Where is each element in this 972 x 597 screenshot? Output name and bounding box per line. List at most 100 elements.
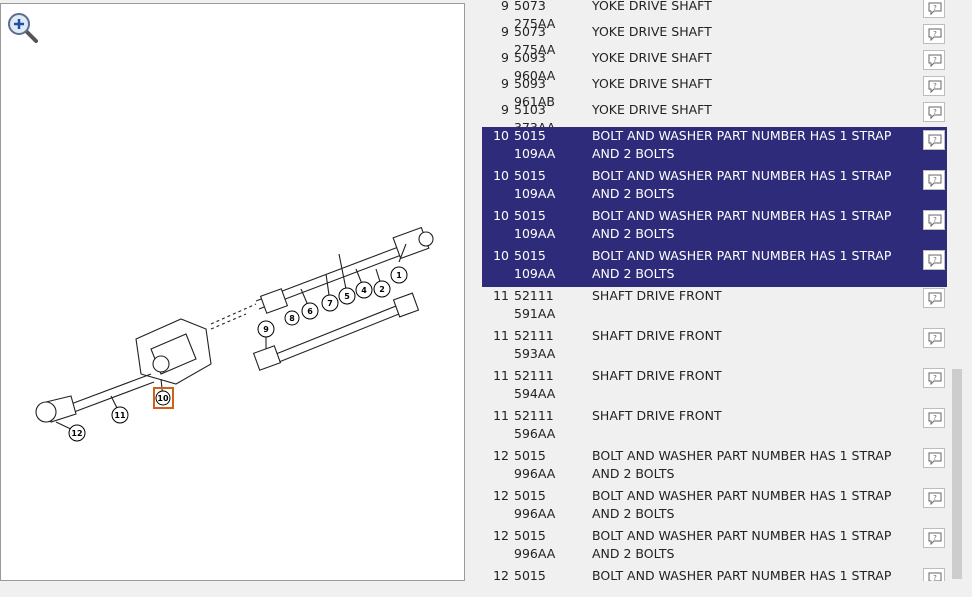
svg-text:4: 4 bbox=[361, 286, 367, 295]
part-description: BOLT AND WASHER PART NUMBER HAS 1 STRAP … bbox=[592, 168, 892, 201]
note-button[interactable]: ? bbox=[923, 328, 945, 348]
callout-4[interactable]: 4 bbox=[355, 281, 373, 299]
comment-icon: ? bbox=[928, 332, 942, 346]
ref-number: 12 bbox=[493, 568, 509, 581]
note-button[interactable]: ? bbox=[923, 250, 945, 270]
comment-icon: ? bbox=[928, 292, 942, 306]
scroll-thumb[interactable] bbox=[952, 369, 962, 579]
zoom-in-icon bbox=[8, 13, 38, 43]
part-description: BOLT AND WASHER PART NUMBER HAS 1 STRAP … bbox=[592, 208, 892, 241]
svg-text:?: ? bbox=[933, 414, 937, 422]
ref-number: 12 bbox=[493, 528, 509, 543]
svg-text:?: ? bbox=[933, 494, 937, 502]
callout-10[interactable]: 10 bbox=[153, 387, 174, 409]
note-button[interactable]: ? bbox=[923, 408, 945, 428]
svg-text:5: 5 bbox=[344, 292, 350, 301]
svg-text:?: ? bbox=[933, 56, 937, 64]
note-button[interactable]: ? bbox=[923, 76, 945, 96]
callout-9[interactable]: 9 bbox=[257, 320, 275, 338]
svg-text:2: 2 bbox=[379, 285, 385, 294]
svg-text:12: 12 bbox=[71, 429, 82, 438]
part-number: 5015 996AA bbox=[514, 488, 556, 521]
svg-text:?: ? bbox=[933, 4, 937, 12]
bottom-bar bbox=[0, 581, 972, 597]
note-button[interactable]: ? bbox=[923, 130, 945, 150]
svg-text:10: 10 bbox=[157, 394, 169, 403]
part-number: 52111 596AA bbox=[514, 408, 556, 441]
part-description: SHAFT DRIVE FRONT bbox=[592, 288, 722, 303]
comment-icon: ? bbox=[928, 134, 942, 148]
ref-number: 10 bbox=[493, 128, 509, 143]
comment-icon: ? bbox=[928, 54, 942, 68]
comment-icon: ? bbox=[928, 254, 942, 268]
comment-icon: ? bbox=[928, 214, 942, 228]
callout-5[interactable]: 5 bbox=[338, 287, 356, 305]
note-button[interactable]: ? bbox=[923, 50, 945, 70]
ref-number: 9 bbox=[501, 102, 509, 117]
comment-icon: ? bbox=[928, 492, 942, 506]
callout-12[interactable]: 12 bbox=[68, 424, 86, 442]
note-button[interactable]: ? bbox=[923, 568, 945, 581]
part-number: 5073 275AA bbox=[514, 24, 556, 57]
callout-11[interactable]: 11 bbox=[111, 406, 129, 424]
note-button[interactable]: ? bbox=[923, 0, 945, 18]
note-button[interactable]: ? bbox=[923, 210, 945, 230]
part-number: 5015 996AA bbox=[514, 448, 556, 481]
callout-6[interactable]: 6 bbox=[301, 302, 319, 320]
svg-text:11: 11 bbox=[114, 411, 126, 420]
part-number: 52111 594AA bbox=[514, 368, 556, 401]
note-button[interactable]: ? bbox=[923, 368, 945, 388]
svg-text:?: ? bbox=[933, 256, 937, 264]
svg-text:?: ? bbox=[933, 374, 937, 382]
svg-text:?: ? bbox=[933, 454, 937, 462]
part-number: 5015 109AA bbox=[514, 168, 556, 201]
part-number: 5093 961AB bbox=[514, 76, 555, 109]
part-number: 5073 275AA bbox=[514, 0, 556, 31]
svg-text:6: 6 bbox=[307, 307, 313, 316]
ref-number: 9 bbox=[501, 24, 509, 39]
ref-number: 11 bbox=[493, 408, 509, 423]
svg-text:?: ? bbox=[933, 574, 937, 581]
svg-text:?: ? bbox=[933, 82, 937, 90]
part-number: 52111 591AA bbox=[514, 288, 556, 321]
svg-text:1: 1 bbox=[396, 271, 402, 280]
callout-2[interactable]: 2 bbox=[373, 280, 391, 298]
callout-8[interactable]: 8 bbox=[284, 310, 300, 326]
callout-7[interactable]: 7 bbox=[321, 294, 339, 312]
svg-text:?: ? bbox=[933, 294, 937, 302]
zoom-in-button[interactable] bbox=[6, 11, 38, 43]
svg-text:?: ? bbox=[933, 136, 937, 144]
note-button[interactable]: ? bbox=[923, 488, 945, 508]
drive-shaft-drawing: 1 2 4 5 6 7 8 9 10 11 12 bbox=[35, 226, 434, 442]
note-button[interactable]: ? bbox=[923, 24, 945, 44]
note-button[interactable]: ? bbox=[923, 288, 945, 308]
comment-icon: ? bbox=[928, 452, 942, 466]
svg-text:?: ? bbox=[933, 334, 937, 342]
part-description: YOKE DRIVE SHAFT bbox=[592, 50, 712, 65]
ref-number: 12 bbox=[493, 488, 509, 503]
note-button[interactable]: ? bbox=[923, 528, 945, 548]
note-button[interactable]: ? bbox=[923, 448, 945, 468]
comment-icon: ? bbox=[928, 532, 942, 546]
parts-scrollbar[interactable] bbox=[950, 0, 964, 581]
callout-1[interactable]: 1 bbox=[390, 266, 408, 284]
note-button[interactable]: ? bbox=[923, 170, 945, 190]
note-button[interactable]: ? bbox=[923, 102, 945, 122]
